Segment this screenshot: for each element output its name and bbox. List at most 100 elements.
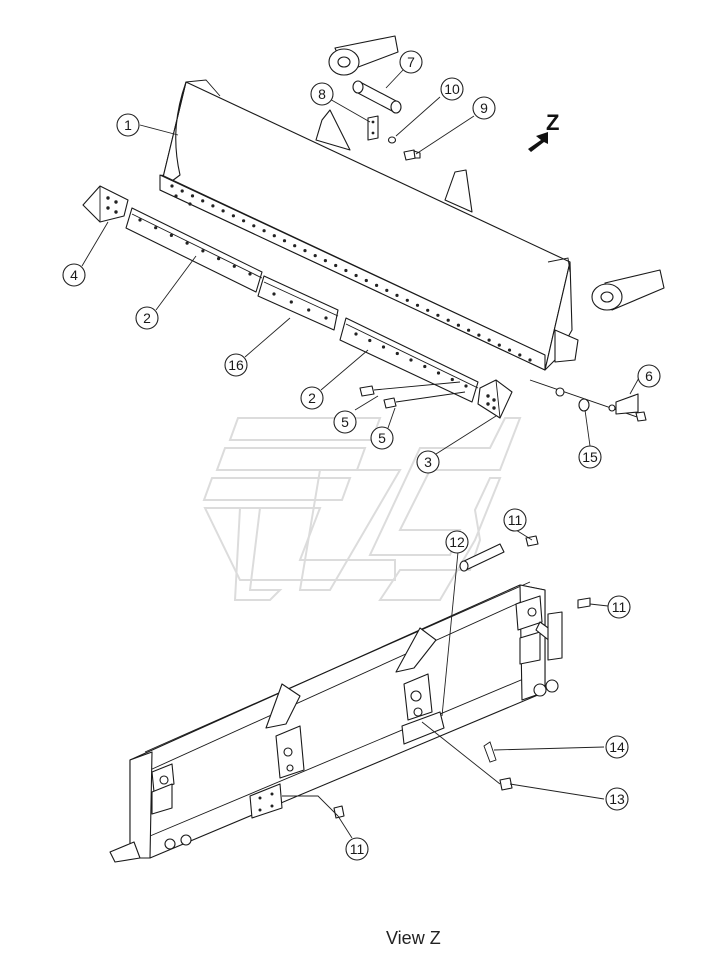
bolt-hole	[436, 371, 441, 375]
bolt-hole	[487, 338, 491, 342]
callout-15: 15	[578, 445, 602, 469]
bolt-hole	[528, 358, 532, 362]
view-caption: View Z	[386, 928, 441, 948]
bolt-hole	[201, 249, 205, 253]
bolt	[403, 149, 421, 161]
washer	[387, 136, 397, 144]
bolt-hole	[323, 259, 327, 263]
bolt-hole	[221, 209, 225, 213]
bolt-hole	[467, 328, 471, 332]
bolt-hole	[170, 184, 174, 188]
bolt-hole	[262, 229, 266, 233]
bolt-hole	[344, 268, 348, 273]
callout-6: 6	[637, 364, 661, 388]
plow-bolts	[359, 381, 466, 409]
callout-label: 16	[228, 357, 244, 373]
callout-label: 5	[378, 430, 386, 446]
callout-label: 7	[407, 54, 415, 70]
bolt-hole	[303, 249, 307, 253]
bolt-hole	[354, 273, 358, 278]
callout-label: 11	[350, 841, 365, 857]
bolt-hole	[426, 308, 430, 312]
callout-label: 5	[341, 414, 349, 430]
bolt-hole	[154, 226, 158, 230]
cutting-edge-middle-holes	[272, 292, 328, 320]
frame-pin	[459, 543, 505, 572]
bolt-hole	[231, 214, 235, 218]
blade-bolt-holes	[170, 184, 532, 362]
callout-7: 7	[399, 50, 423, 74]
bolt-hole	[385, 288, 389, 292]
grease-fittings	[333, 535, 591, 819]
cutting-edge-right-holes	[354, 332, 468, 388]
callout-11: 11	[345, 837, 369, 861]
bolt-hole	[201, 199, 205, 203]
bolt-hole	[324, 316, 328, 320]
callout-label: 2	[308, 390, 316, 406]
callout-10: 10	[440, 77, 464, 101]
callout-label: 3	[424, 454, 432, 470]
bolt-hole	[180, 189, 184, 193]
callout-13: 13	[605, 787, 629, 811]
bolt-hole	[381, 345, 386, 349]
bolt-hole	[174, 194, 178, 198]
callout-1: 1	[116, 113, 140, 137]
callout-label: 14	[609, 739, 625, 755]
bolt-hole	[450, 377, 454, 382]
callout-11: 11	[503, 508, 527, 532]
bolt-hole	[423, 364, 427, 369]
bolt-hole	[232, 264, 236, 268]
pin	[352, 80, 402, 114]
bolt-hole	[217, 257, 221, 261]
callout-label: 11	[508, 512, 523, 528]
callout-11: 11	[607, 595, 631, 619]
callout-3: 3	[416, 450, 440, 474]
callout-8: 8	[310, 82, 334, 106]
callout-label: 2	[143, 310, 151, 326]
bolt-hole	[313, 254, 317, 258]
bolt-hole	[334, 263, 338, 268]
callout-label: 4	[70, 267, 78, 283]
view-direction-arrow: Z	[528, 110, 559, 152]
callout-label: 1	[124, 117, 132, 133]
cutting-edge-left	[125, 207, 263, 293]
bolt-hole	[507, 348, 512, 352]
bolt-hole	[252, 224, 256, 228]
cutting-edge-right	[339, 317, 479, 403]
leader-lines	[81, 69, 641, 839]
bolt-hole	[293, 244, 297, 248]
lock-plate	[367, 115, 379, 141]
bolt-hole	[188, 202, 192, 206]
callout-label: 6	[645, 368, 653, 384]
callout-label: 11	[612, 599, 627, 615]
callout-9: 9	[472, 96, 496, 120]
bolt-hole	[169, 233, 173, 237]
callout-14: 14	[605, 735, 629, 759]
callout-label: 10	[444, 81, 460, 97]
callout-5: 5	[370, 426, 394, 450]
view-direction-label: Z	[546, 110, 559, 135]
bolt-hole	[395, 351, 399, 356]
bolt-hole	[282, 239, 287, 243]
bolt-hole	[456, 323, 460, 327]
bolt-hole	[211, 204, 215, 208]
callout-label: 13	[609, 791, 625, 807]
bolt-hole	[138, 218, 142, 222]
bolt-hole	[477, 333, 481, 337]
bolt-hole	[464, 384, 468, 388]
callout-4: 4	[62, 263, 86, 287]
upper-cylinder-eye	[328, 35, 399, 76]
bolt-hole	[289, 300, 293, 304]
bolt-hole	[364, 278, 368, 283]
bolt-hole	[272, 292, 276, 296]
cutting-edge-left-holes	[138, 218, 252, 276]
side-pin-hardware	[529, 379, 647, 422]
bolt-hole	[272, 234, 276, 238]
end-bit-right	[477, 379, 513, 419]
bolt-hole	[409, 358, 413, 362]
callout-label: 12	[449, 534, 465, 550]
bolt-hole	[497, 343, 501, 347]
bolt-hole	[354, 332, 358, 336]
